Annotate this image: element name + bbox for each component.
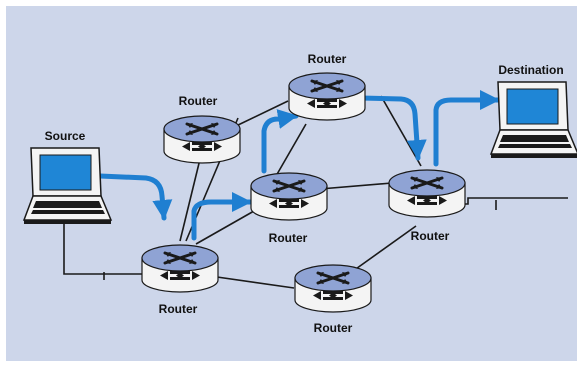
link-source-router <box>63 224 156 275</box>
router-label: Router <box>411 229 450 243</box>
router-label: Router <box>159 302 198 316</box>
destination-label: Destination <box>498 63 563 77</box>
source-laptop: Source <box>23 129 112 225</box>
flow-path <box>97 90 501 241</box>
router-label: Router <box>179 94 218 108</box>
link-bl-mid <box>195 210 255 245</box>
router-top-left: Router <box>162 94 242 165</box>
router-label: Router <box>308 52 347 66</box>
router-bottom: Router <box>293 263 373 335</box>
router-top: Router <box>287 52 367 122</box>
router-label: Router <box>269 231 308 245</box>
router-right: Router <box>387 168 467 243</box>
source-label: Source <box>45 129 86 143</box>
router-middle: Router <box>249 171 329 245</box>
link-mid-top <box>275 123 307 177</box>
router-label: Router <box>314 321 353 335</box>
link-tl-top <box>235 100 289 127</box>
link-router-destination <box>461 197 568 205</box>
link-bl-tl <box>179 150 203 242</box>
router-bottom-left: Router <box>140 243 220 316</box>
diagram-frame: Router Router Router Router Router Route… <box>6 6 577 361</box>
destination-laptop: Destination <box>490 63 577 159</box>
network-diagram: Router Router Router Router Router Route… <box>23 52 577 335</box>
